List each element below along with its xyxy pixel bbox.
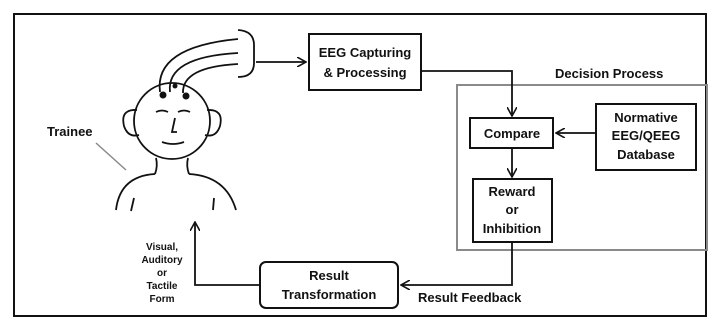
wire-bundle-bracket bbox=[237, 29, 255, 78]
trainee-pointer-line bbox=[95, 142, 127, 171]
database-box-line3: Database bbox=[617, 147, 675, 162]
trainee-nose bbox=[170, 117, 177, 133]
trainee-mouth bbox=[161, 141, 185, 145]
arrow-eeg-to-compare bbox=[421, 70, 512, 115]
svg-text:or: or bbox=[157, 268, 167, 279]
svg-text:Form: Form bbox=[150, 294, 175, 305]
trainee-figure bbox=[115, 82, 237, 212]
feedback-form-label: Visual, Auditory or Tactile Form bbox=[141, 242, 183, 305]
trainee-right-shoulder bbox=[188, 173, 237, 211]
result-transformation-line1: Result bbox=[309, 268, 349, 283]
arrow-reward-to-transformation bbox=[402, 242, 513, 285]
electrode-wires bbox=[158, 38, 239, 94]
trainee-left-ear bbox=[122, 109, 140, 137]
svg-text:Tactile: Tactile bbox=[147, 281, 178, 292]
database-box-line2: EEG/QEEG bbox=[612, 128, 681, 143]
decision-process-region bbox=[456, 84, 708, 251]
reward-box-line2: or bbox=[506, 202, 519, 217]
electrode-left bbox=[159, 91, 167, 99]
reward-box-line1: Reward bbox=[489, 184, 536, 199]
trainee-left-shoulder bbox=[115, 173, 156, 211]
trainee-right-ear bbox=[204, 109, 222, 137]
svg-text:Visual,: Visual, bbox=[146, 242, 178, 253]
result-feedback-label: Result Feedback bbox=[418, 290, 522, 305]
eeg-box-line1: EEG Capturing bbox=[319, 45, 412, 60]
database-box bbox=[595, 103, 697, 171]
compare-box-label: Compare bbox=[484, 126, 540, 141]
reward-box-line3: Inhibition bbox=[483, 221, 542, 236]
trainee-label: Trainee bbox=[47, 124, 93, 139]
eeg-capturing-box bbox=[308, 33, 422, 91]
reward-box bbox=[472, 178, 553, 243]
decision-process-label: Decision Process bbox=[555, 66, 663, 81]
electrode-right bbox=[182, 92, 190, 100]
eeg-box-line2: & Processing bbox=[323, 65, 406, 80]
trainee-head bbox=[133, 82, 211, 160]
database-box-line1: Normative bbox=[614, 110, 678, 125]
result-transformation-line2: Transformation bbox=[282, 287, 377, 302]
electrode-top bbox=[172, 83, 178, 89]
arrow-transformation-to-trainee bbox=[195, 223, 260, 286]
svg-text:Auditory: Auditory bbox=[141, 255, 183, 266]
